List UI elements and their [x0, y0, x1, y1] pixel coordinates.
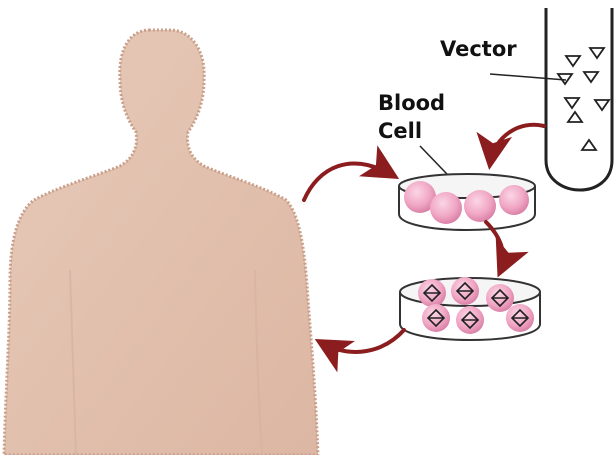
- label-cell: Cell: [378, 119, 422, 143]
- petri-dish-blood-cells: [399, 174, 535, 230]
- arrow-dish-to-body: [320, 330, 404, 352]
- blood-cell: [464, 190, 496, 222]
- label-vector: Vector: [440, 37, 517, 61]
- arrow-body-to-dish: [304, 164, 394, 200]
- blood-cell: [499, 185, 529, 215]
- human-body-silhouette: [4, 30, 318, 455]
- blood-cell: [430, 192, 462, 224]
- label-blood: Blood: [378, 91, 445, 115]
- petri-dish-modified-cells: [400, 277, 540, 340]
- vector-test-tube: [546, 8, 612, 190]
- arrow-tube-to-dish: [490, 125, 544, 164]
